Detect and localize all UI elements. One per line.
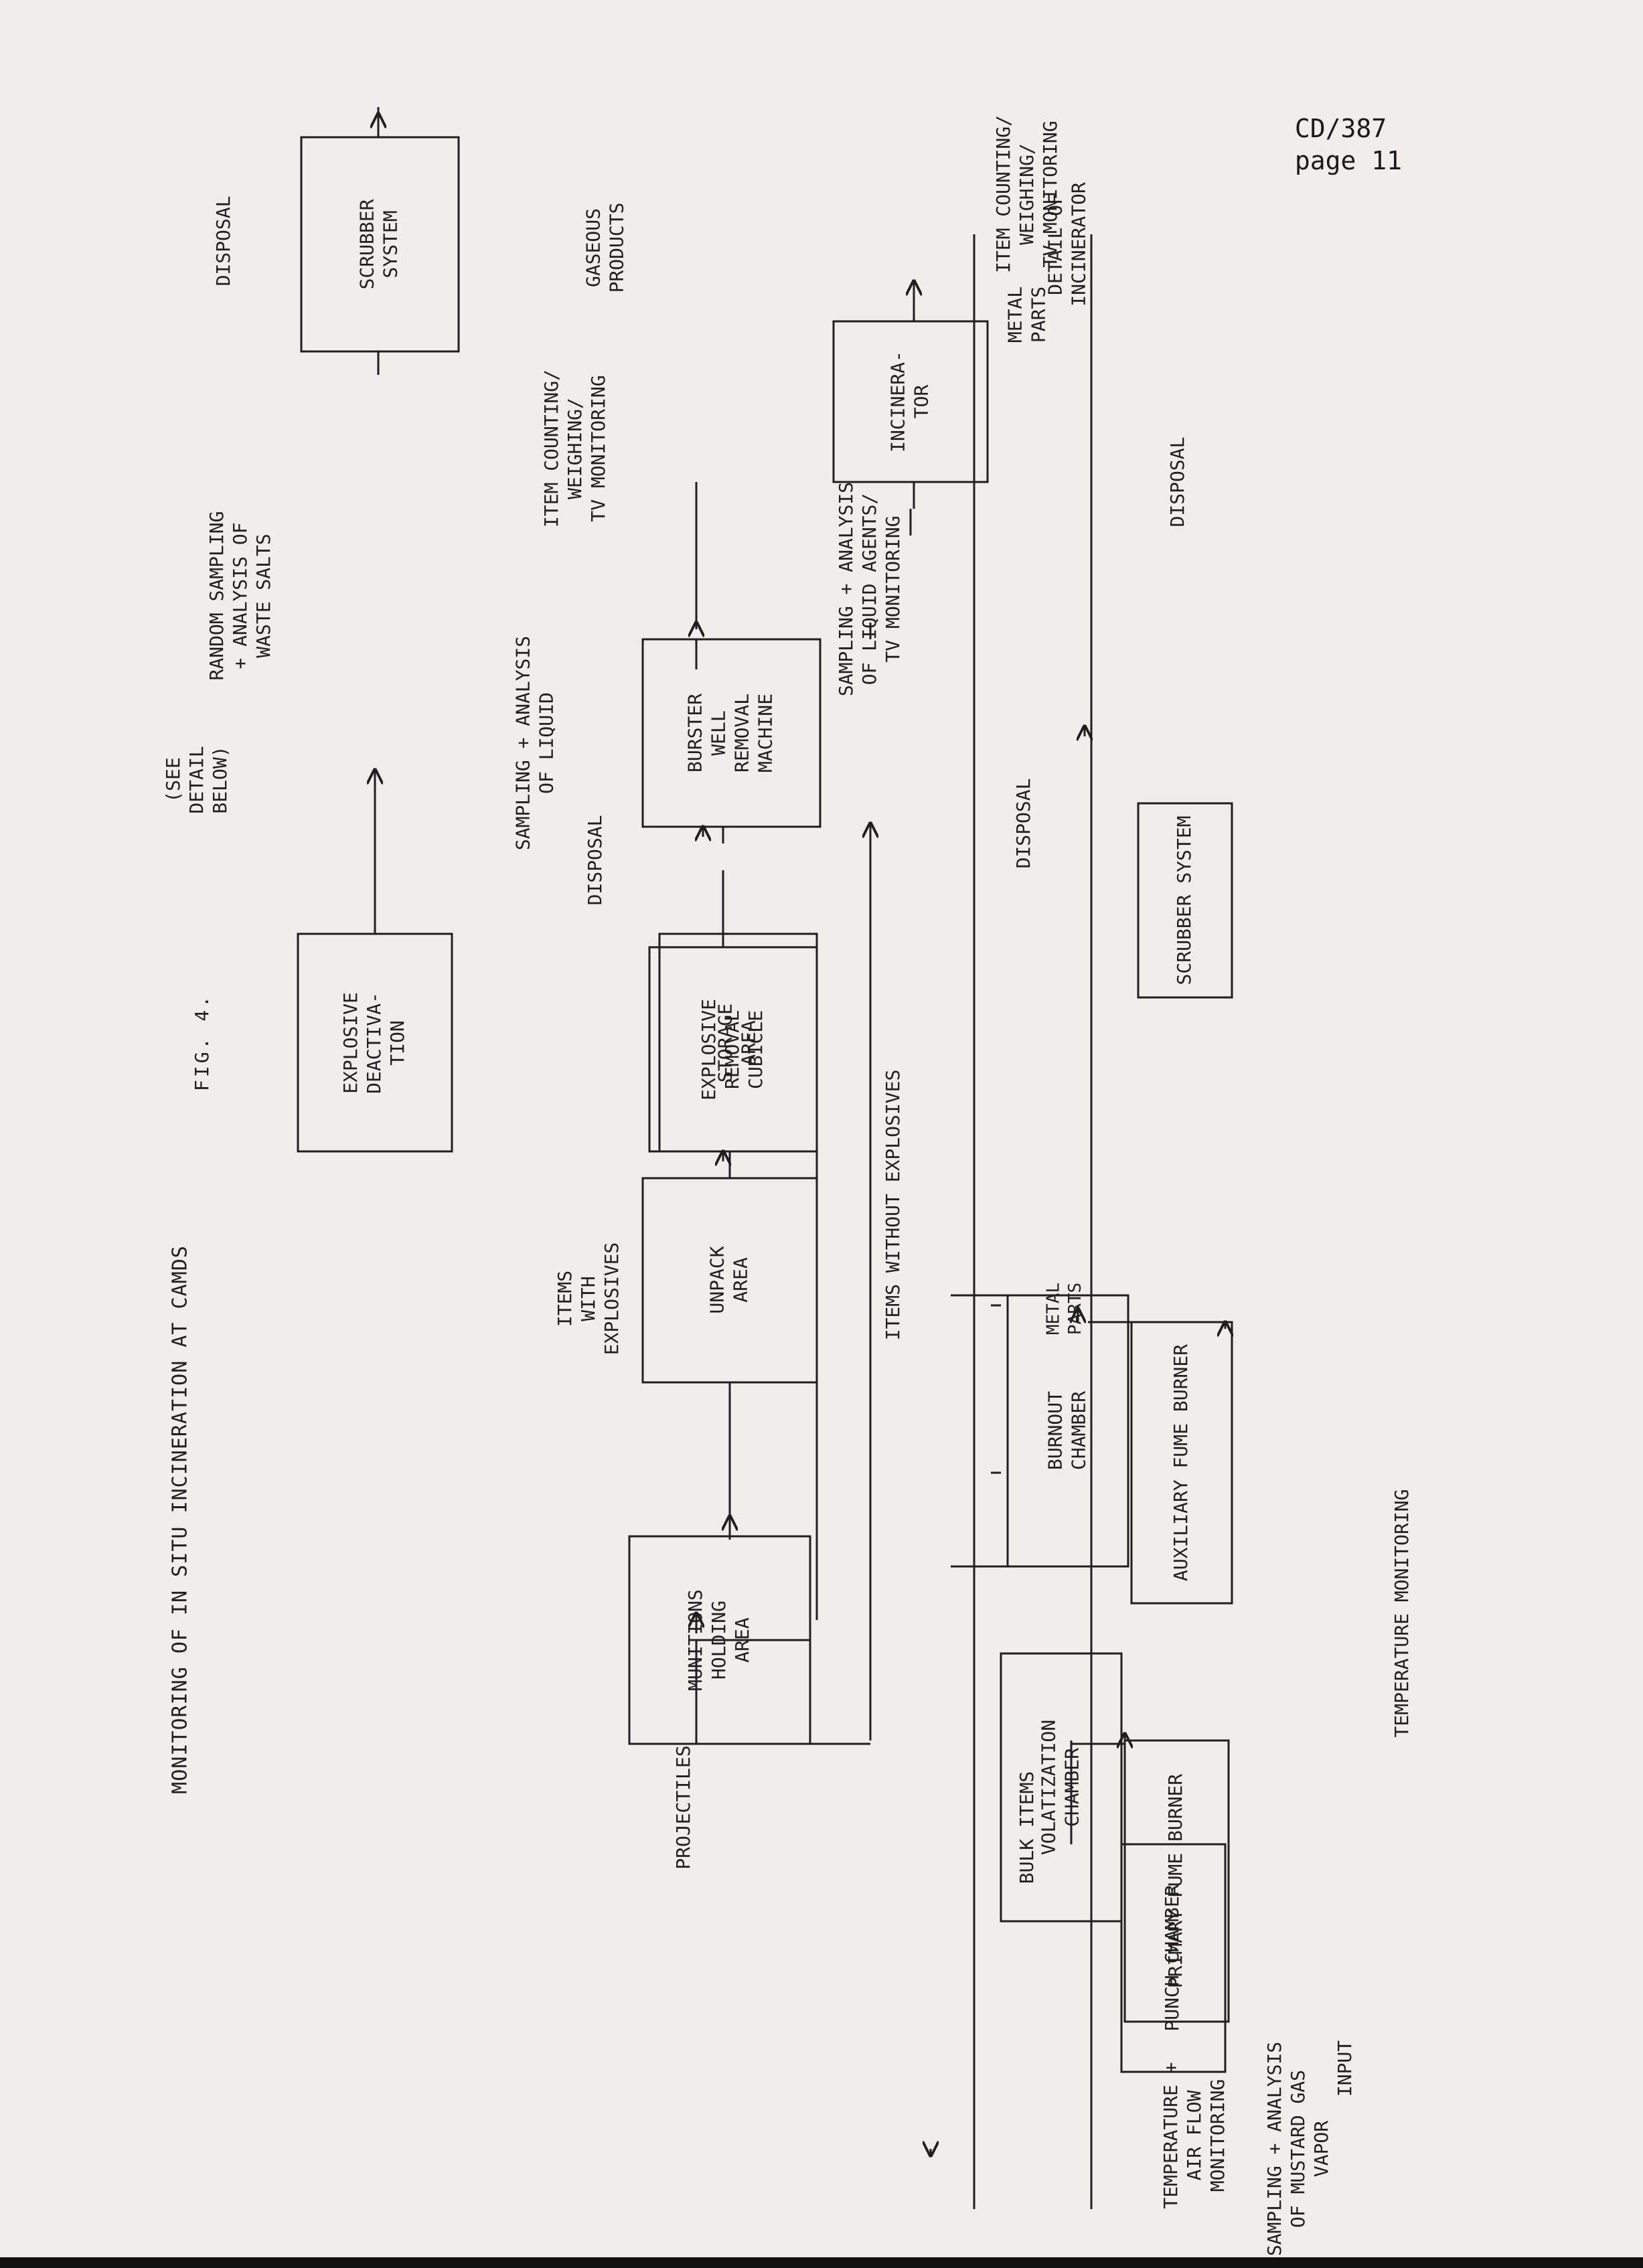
label-metal-parts-bottom-line-1: METAL <box>1043 1283 1063 1335</box>
box-label-incinerator-line-1: INCINERA- <box>887 351 909 453</box>
label-sampling-liquid-line-2: OF LIQUID <box>536 692 558 794</box>
box-label-erc-line-1: EXPLOSIVE <box>698 999 720 1101</box>
box-label-unpack-line-2: AREA <box>730 1257 752 1303</box>
label-sampling-mustard-line-1: SAMPLING + ANALYSIS <box>1263 2042 1285 2256</box>
box-label-burnout-line-2: CHAMBER <box>1068 1391 1090 1470</box>
label-disposal-deact: DISPOSAL <box>584 815 606 906</box>
label-item-counting-2-line-2: WEIGHING/ <box>1016 143 1038 245</box>
box-punch <box>1120 1843 1227 2073</box>
label-items-without-explosives: ITEMS WITHOUT EXPLOSIVES <box>882 1070 904 1341</box>
box-label-burster-line-3: REMOVAL <box>731 694 753 773</box>
label-random-sampling-line-1: RANDOM SAMPLING <box>206 511 228 681</box>
label-temp-air-line-2: AIR FLOW <box>1183 2090 1205 2180</box>
box-label-burster-line-2: WELL <box>708 710 730 755</box>
label-random-sampling-line-3: WASTE SALTS <box>252 534 275 657</box>
box-label-holding-line-2: HOLDING <box>708 1601 730 1680</box>
label-bulk-items: BULK ITEMS <box>1016 1771 1038 1884</box>
box-label-volatilization-line-1: VOLATIZATION <box>1038 1720 1060 1855</box>
box-burster <box>641 638 822 828</box>
scan-edge <box>0 2257 1643 2268</box>
label-gaseous-products-line-2: PRODUCTS <box>606 203 628 293</box>
box-label-burster-line-1: BURSTER <box>684 694 706 773</box>
label-temp-air-line-1: TEMPERATURE + <box>1160 2062 1182 2208</box>
box-label-deact-line-2: DEACTIVA- <box>363 992 385 1094</box>
box-label-storage-line-1: STORAGE <box>714 1003 736 1082</box>
label-sampling-agents-line-1: SAMPLING + ANALYSIS <box>835 482 857 696</box>
label-input: INPUT <box>1334 2040 1356 2097</box>
label-detail-of-incinerator-line-1: DETAIL OF <box>1044 193 1067 295</box>
label-random-sampling-line-2: + ANALYSIS OF <box>229 522 251 669</box>
label-detail-of-incinerator-line-2: INCINERATOR <box>1068 182 1090 307</box>
label-item-counting-1-line-3: TV MONITORING <box>587 375 609 521</box>
box-label-deact-line-3: TION <box>386 1020 408 1065</box>
box-label-holding-line-3: AREA <box>731 1617 753 1663</box>
box-incinerator <box>832 320 989 483</box>
box-label-storage-line-2: AREA <box>738 1020 760 1066</box>
label-metal-parts-bottom-line-2: PARTS <box>1065 1283 1085 1335</box>
diagram-title: MONITORING OF IN SITU INCINERATION AT CA… <box>169 1245 192 1794</box>
label-item-counting-2-line-3: TV MONITORING <box>1039 120 1061 267</box>
label-item-counting-1-line-2: WEIGHING/ <box>564 398 586 499</box>
box-volatilization <box>1000 1652 1123 1923</box>
label-temperature-monitoring: TEMPERATURE MONITORING <box>1391 1489 1413 1738</box>
box-label-unpack-line-1: UNPACK <box>706 1246 728 1313</box>
label-gaseous-products-line-1: GASEOUS <box>582 208 605 287</box>
box-label-scrubber-line-1: SCRUBBER <box>356 199 378 289</box>
label-item-counting-2-line-1: ITEM COUNTING/ <box>992 115 1014 273</box>
box-scrubber2 <box>1137 802 1233 999</box>
box-label-burnout-line-1: BURNOUT <box>1044 1391 1067 1470</box>
label-see-detail-line-1: (SEE <box>162 757 184 802</box>
label-projectiles: PROJECTILES <box>672 1745 694 1869</box>
label-items-with-explosives-line-3: EXPLOSIVES <box>601 1242 623 1356</box>
label-disposal-top: DISPOSAL <box>212 196 234 287</box>
label-disposal-metal: DISPOSAL <box>1012 779 1034 869</box>
box-scrubber <box>300 136 460 353</box>
box-primary <box>1123 1739 1230 2023</box>
box-label-erc-line-2: REMOVAL <box>721 1010 743 1089</box>
box-burnout <box>1006 1294 1129 1568</box>
label-disposal-bottom: DISPOSAL <box>1166 437 1188 528</box>
label-metal-parts-top-line-1: METAL <box>1004 287 1026 343</box>
box-label-burster-line-4: MACHINE <box>755 694 777 773</box>
box-label-deact-line-1: EXPLOSIVE <box>339 992 362 1094</box>
label-see-detail-line-2: DETAIL <box>185 746 208 813</box>
label-items-with-explosives-line-1: ITEMS <box>554 1271 576 1327</box>
label-item-counting-1-line-1: ITEM COUNTING/ <box>540 370 562 528</box>
box-aux <box>1130 1321 1233 1605</box>
box-label-volatilization-line-2: CHAMBER <box>1061 1748 1083 1827</box>
page-header: CD/387 page 11 <box>1295 112 1402 177</box>
box-label-incinerator-line-2: TOR <box>911 385 933 419</box>
box-label-primary: PRIMARY FUME BURNER <box>1164 1774 1186 1988</box>
page-number: page 11 <box>1294 146 1402 175</box>
label-temp-air-line-3: MONITORING <box>1206 2079 1229 2192</box>
box-label-erc-line-3: CUBICLE <box>745 1010 767 1089</box>
box-label-scrubber-line-2: SYSTEM <box>380 210 402 278</box>
label-items-with-explosives-line-2: WITH <box>577 1276 599 1321</box>
label-sampling-mustard-line-3: VAPOR <box>1310 2121 1332 2177</box>
label-metal-parts-top-line-2: PARTS <box>1028 287 1050 343</box>
label-sampling-agents-line-3: TV MONITORING <box>882 515 904 662</box>
label-sampling-agents-line-2: OF LIQUID AGENTS/ <box>858 493 880 685</box>
label-see-detail-line-3: BELOW) <box>209 746 231 813</box>
box-label-holding-line-1: MUNITIONS <box>684 1589 706 1691</box>
label-sampling-liquid-line-1: SAMPLING + ANALYSIS <box>512 636 534 850</box>
box-label-aux: AUXILIARY FUME BURNER <box>1170 1344 1192 1581</box>
label-sampling-mustard-line-2: OF MUSTARD GAS <box>1287 2070 1309 2228</box>
box-label-scrubber2: SCRUBBER SYSTEM <box>1173 816 1195 985</box>
document-id: CD/387 <box>1294 114 1387 143</box>
box-label-punch: PUNCH CHAMBER <box>1161 1884 1183 2031</box>
